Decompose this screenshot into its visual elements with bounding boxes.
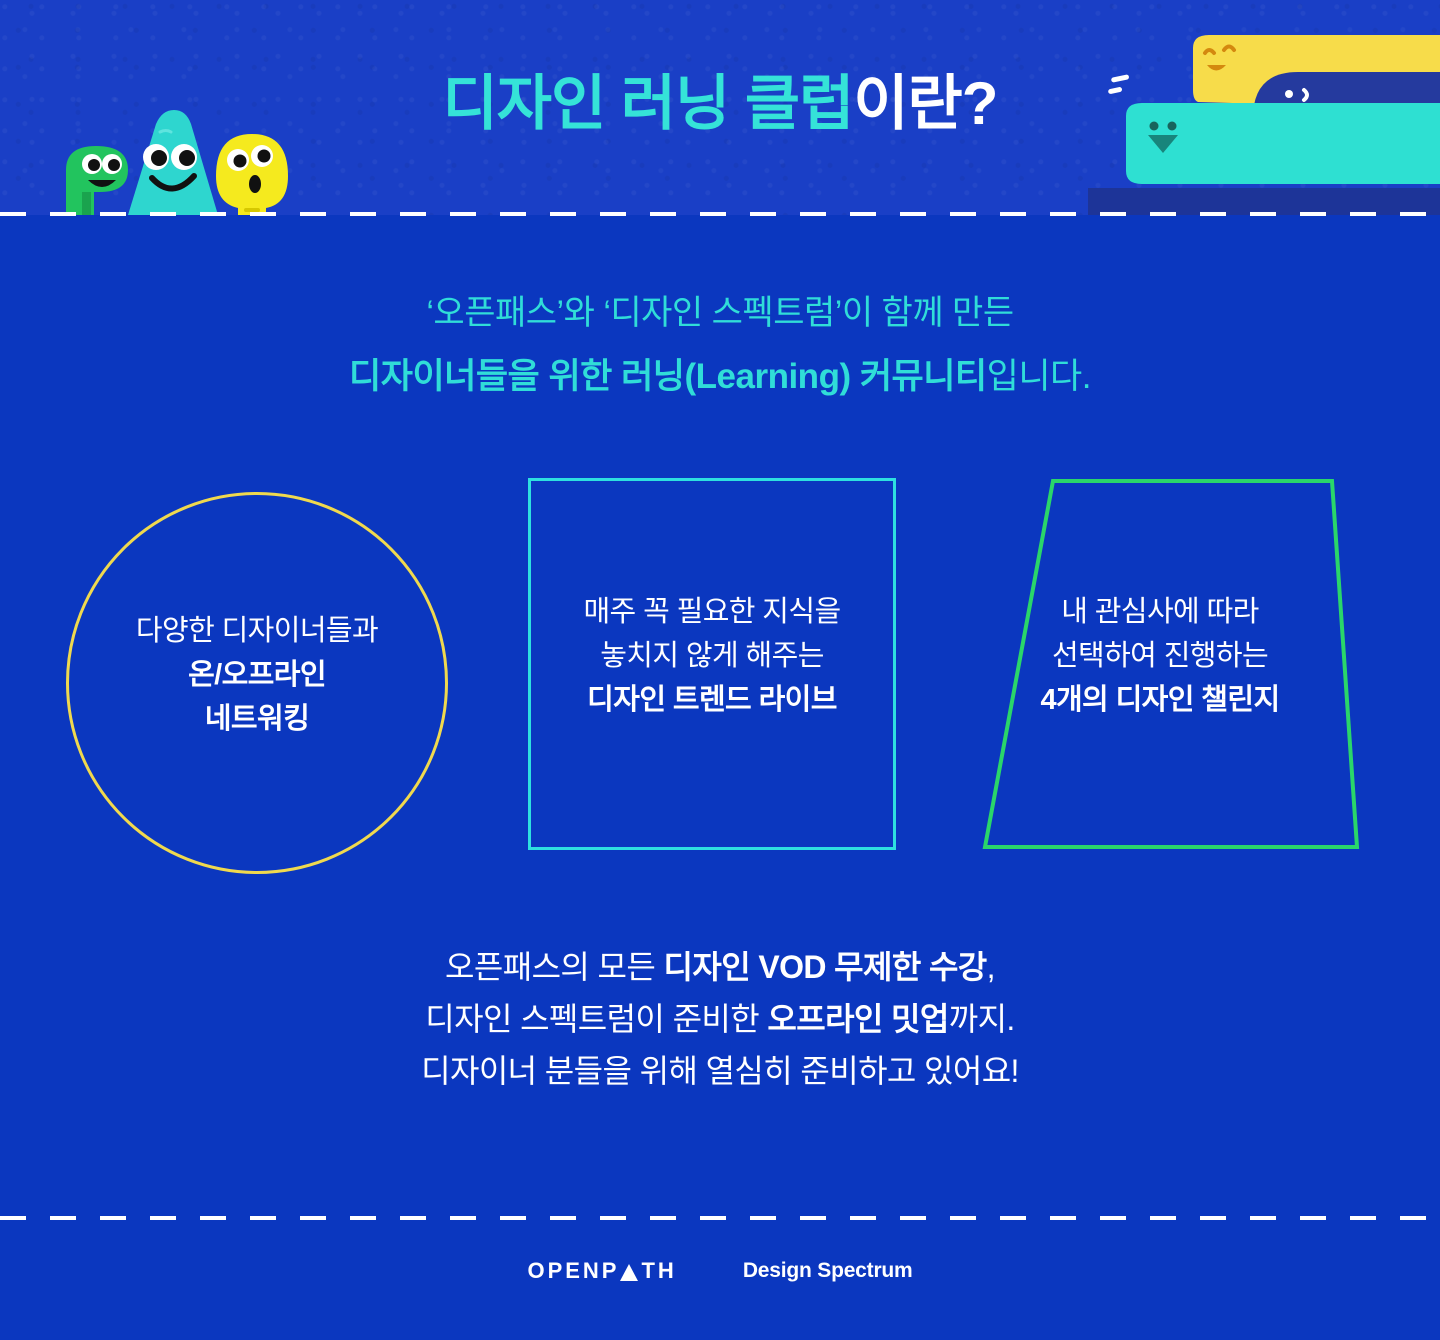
divider-bottom-dashed <box>0 1216 1440 1220</box>
card-2-line-2: 놓치지 않게 해주는 <box>600 640 824 673</box>
closing-line-2-bold: 오프라인 밋업 <box>767 1000 949 1037</box>
card-2-line-1: 매주 꼭 필요한 지식을 <box>583 596 841 628</box>
closing-line-2-a: 디자인 스펙트럼이 준비한 <box>425 1000 768 1037</box>
design-spectrum-logo: Design Spectrum <box>742 1259 913 1282</box>
cyan-bar-character <box>1126 103 1440 184</box>
subtitle: ‘오픈패스’와 ‘디자인 스펙트럼’이 함께 만든 디자이너들을 위한 러닝(L… <box>0 288 1440 403</box>
openpath-logo-part1: OPENP <box>527 1258 620 1283</box>
card-1-line-3: 네트워킹 <box>204 703 310 736</box>
square-shape <box>528 478 896 850</box>
closing-line-1: 오픈패스의 모든 디자인 VOD 무제한 수강, <box>0 942 1440 994</box>
green-character-icon <box>66 146 128 215</box>
closing-paragraph: 오픈패스의 모든 디자인 VOD 무제한 수강, 디자인 스펙트럼이 준비한 오… <box>0 942 1440 1097</box>
subtitle-line-1: ‘오픈패스’와 ‘디자인 스펙트럼’이 함께 만든 <box>426 294 1014 332</box>
feature-card-networking: 다양한 디자이너들과 온/오프라인 네트워킹 <box>66 492 448 874</box>
divider-top-dashed <box>0 212 1440 216</box>
subtitle-line-2: 디자이너들을 위한 러닝(Learning) 커뮤니티입니다. <box>0 350 1440 403</box>
base-shadow <box>1088 188 1440 215</box>
title-plain-text: 이란? <box>853 70 998 137</box>
subtitle-line-2-bold: 디자이너들을 위한 러닝(Learning) 커뮤니티 <box>349 356 987 396</box>
left-characters-illustration <box>60 108 300 215</box>
subtitle-line-2-regular: 입니다. <box>986 356 1092 396</box>
closing-line-1-c: , <box>986 949 996 985</box>
yellow-character-icon <box>216 134 288 215</box>
closing-line-1-bold: 디자인 VOD 무제한 수강 <box>663 949 988 985</box>
openpath-logo-part2: TH <box>641 1258 677 1283</box>
card-3-line-2: 선택하여 진행하는 <box>1051 640 1269 673</box>
closing-line-3: 디자이너 분들을 위해 열심히 준비하고 있어요! <box>421 1052 1019 1089</box>
trapezoid-shape <box>982 479 1360 849</box>
triangle-a-icon <box>620 1263 639 1281</box>
card-2-line-3: 디자인 트렌드 라이브 <box>587 684 837 717</box>
footer-logos: OPENP TH Design Spectrum <box>0 1248 1440 1294</box>
speed-lines-icon <box>1108 74 1129 94</box>
feature-card-trend-live-text: 매주 꼭 필요한 지식을 놓치지 않게 해주는 디자인 트렌드 라이브 <box>528 590 896 722</box>
circle-shape <box>66 492 448 874</box>
closing-line-1-a: 오픈패스의 모든 <box>445 949 664 985</box>
page-title: 디자인 러닝 클럽이란? <box>0 74 1440 134</box>
card-3-line-1: 내 관심사에 따라 <box>1061 596 1259 628</box>
feature-card-networking-text: 다양한 디자이너들과 온/오프라인 네트워킹 <box>66 609 448 741</box>
closing-line-2-c: 까지. <box>948 1000 1016 1037</box>
title-accent-text: 디자인 러닝 클럽 <box>442 70 855 137</box>
closing-line-2: 디자인 스펙트럼이 준비한 오프라인 밋업까지. <box>0 994 1440 1046</box>
feature-card-challenge: 내 관심사에 따라 선택하여 진행하는 4개의 디자인 챌린지 <box>960 478 1360 850</box>
feature-card-challenge-text: 내 관심사에 따라 선택하여 진행하는 4개의 디자인 챌린지 <box>960 590 1360 722</box>
card-1-line-2: 온/오프라인 <box>188 659 326 692</box>
card-1-line-1: 다양한 디자이너들과 <box>135 615 379 647</box>
openpath-logo: OPENP TH <box>527 1258 676 1284</box>
cyan-character-icon <box>128 110 218 215</box>
feature-card-trend-live: 매주 꼭 필요한 지식을 놓치지 않게 해주는 디자인 트렌드 라이브 <box>528 478 896 850</box>
card-3-line-3: 4개의 디자인 챌린지 <box>1040 684 1280 717</box>
feature-cards: 다양한 디자이너들과 온/오프라인 네트워킹 매주 꼭 필요한 지식을 놓치지 … <box>0 470 1440 874</box>
right-stacked-bars-illustration <box>1080 34 1440 215</box>
